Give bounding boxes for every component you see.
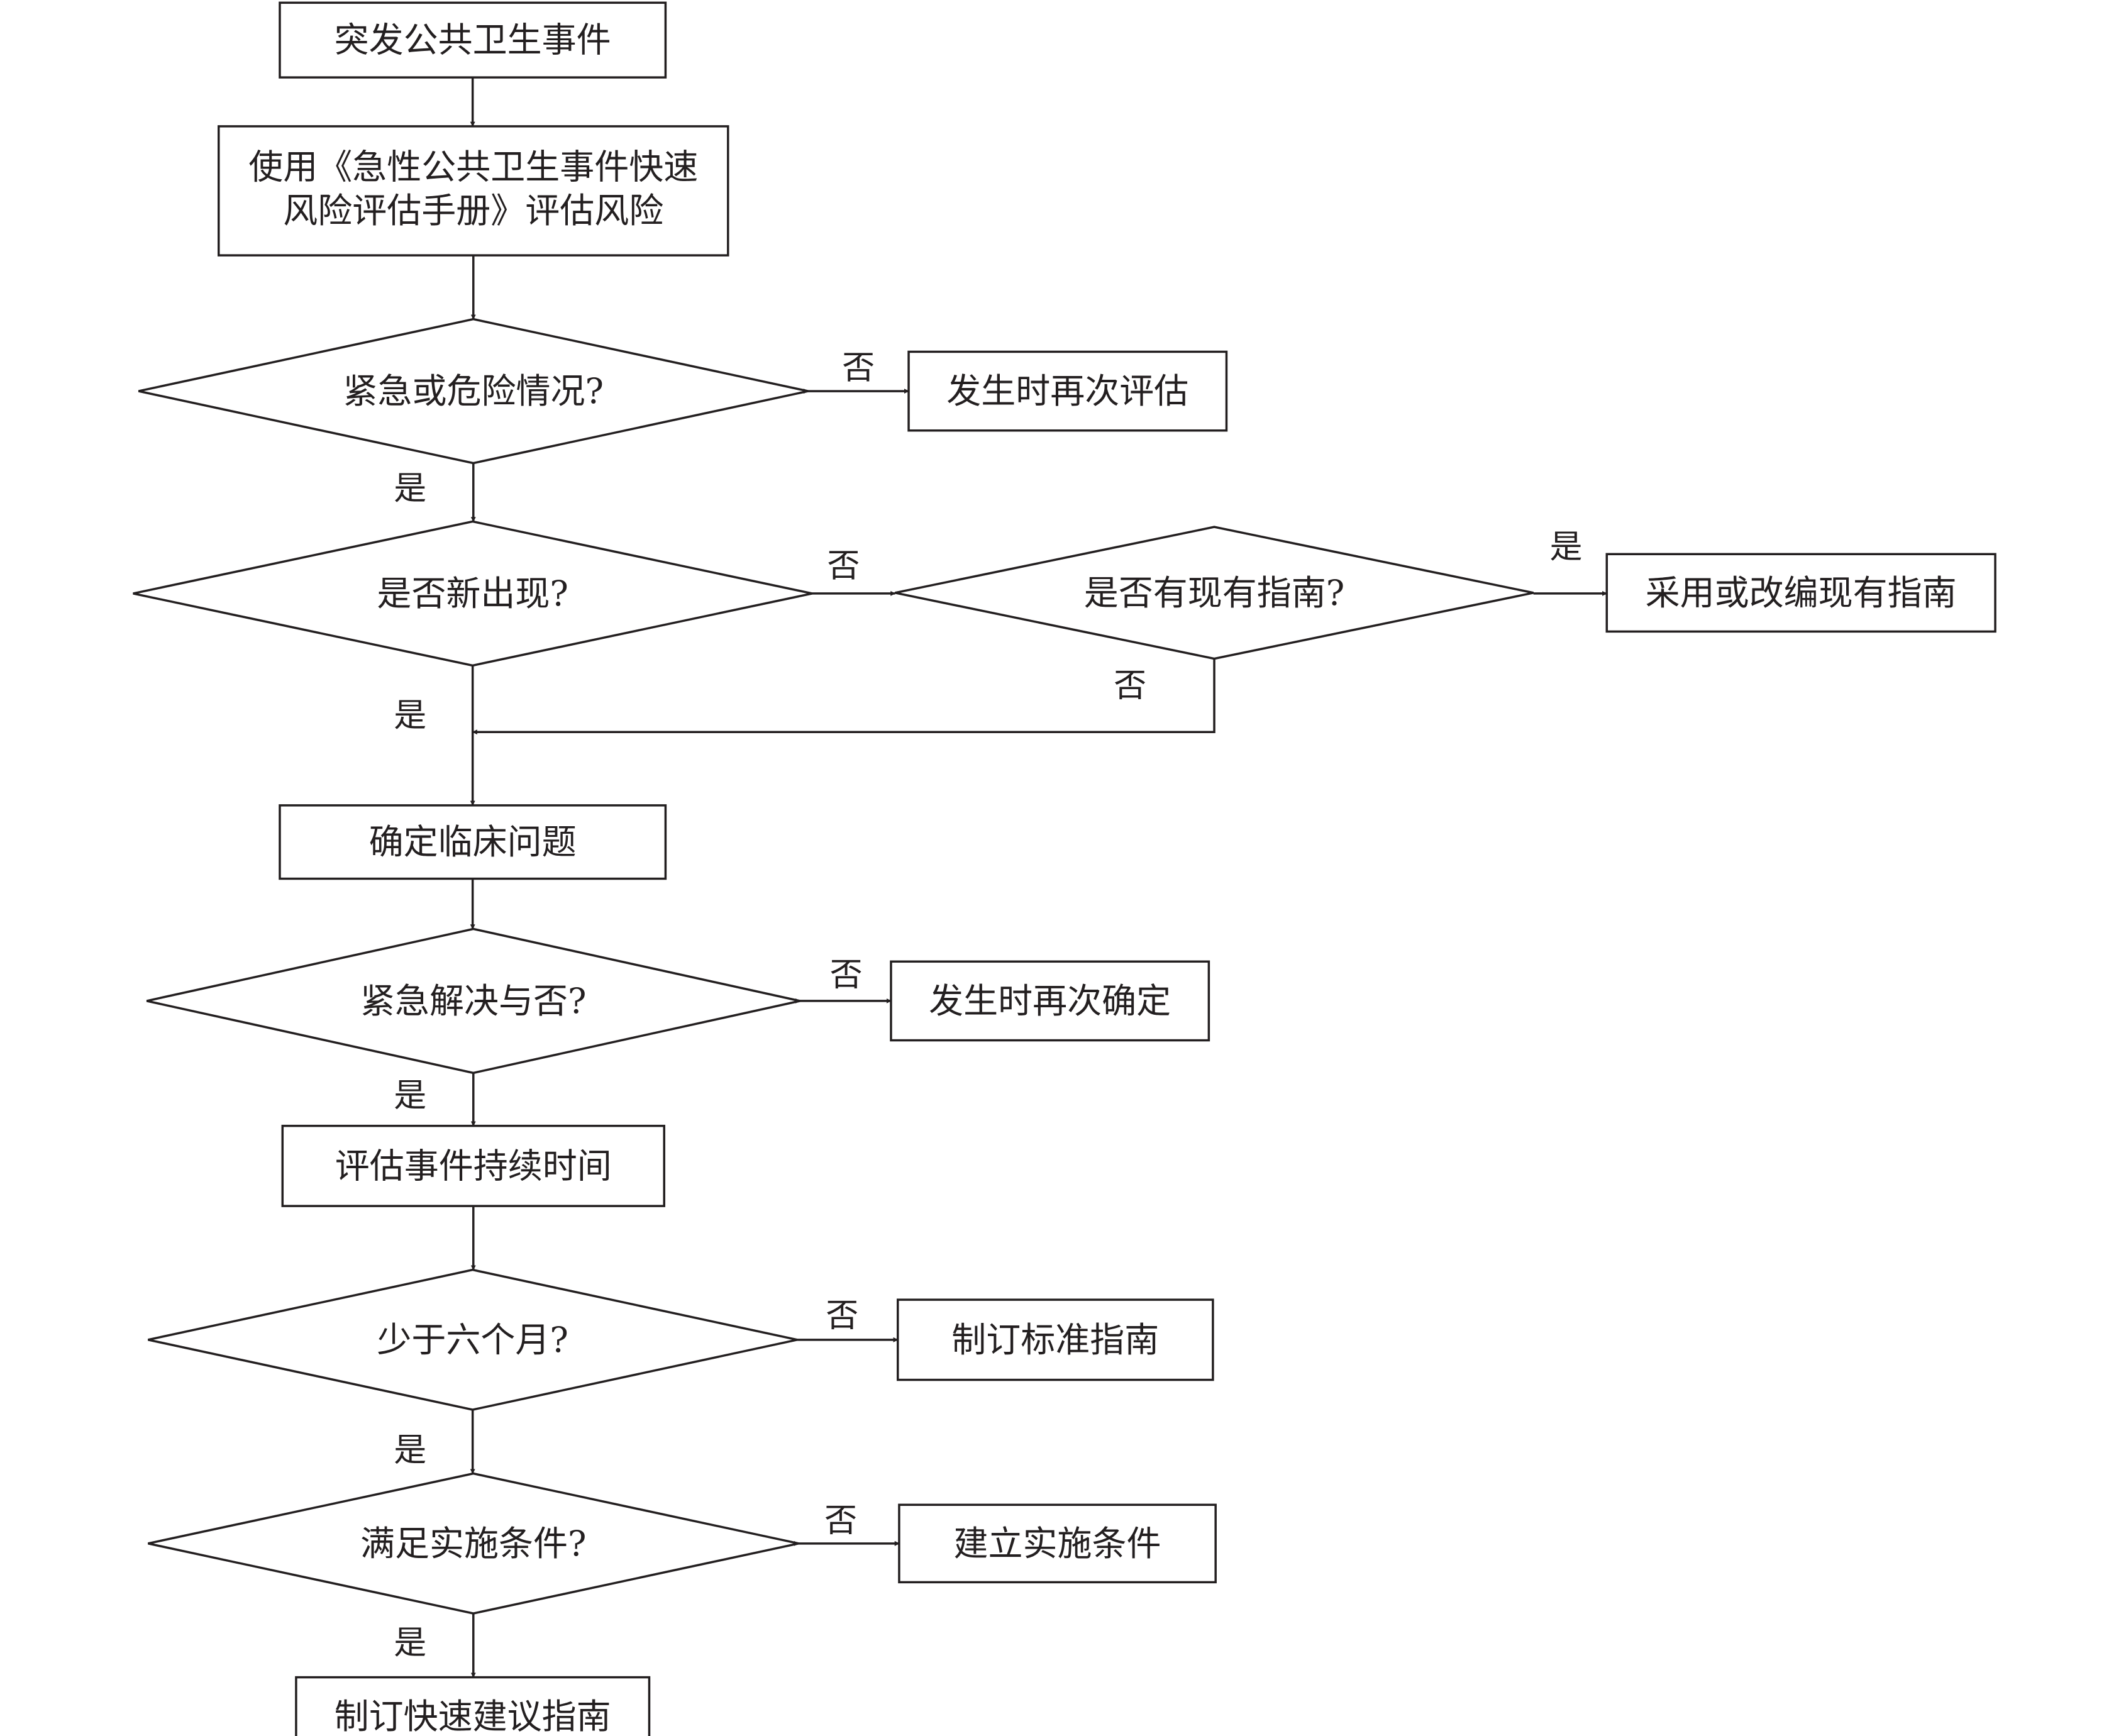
label-no-has-guide: 否 [1114, 667, 1146, 705]
build-text: 建立实施条件 [954, 1523, 1161, 1564]
duration-box [281, 1124, 665, 1207]
standard-text: 制订标准指南 [951, 1320, 1159, 1360]
six-months-diamond [148, 1268, 798, 1411]
standard-box [897, 1298, 1214, 1381]
label-no-urgent: 否 [842, 349, 875, 387]
label-no-new: 否 [827, 548, 860, 585]
new-text: 是否新出现? [377, 573, 568, 614]
conditions-text: 满足实施条件? [360, 1523, 587, 1564]
assess-text-line1: 使用《急性公共卫生事件快速 [248, 147, 698, 187]
label-yes-urgent: 是 [394, 470, 426, 508]
conditions-diamond [148, 1472, 799, 1615]
label-no-six-months: 否 [826, 1297, 858, 1335]
redefine-box [890, 960, 1210, 1042]
label-yes-new: 是 [394, 697, 426, 734]
has-guide-diamond [895, 526, 1534, 660]
event-box [279, 1, 667, 79]
label-no-conditions: 否 [824, 1502, 857, 1540]
label-yes-six-months: 是 [394, 1432, 426, 1469]
six-months-text: 少于六个月? [377, 1320, 568, 1360]
urgent-diamond [138, 318, 809, 465]
adopt-box [1605, 553, 1996, 633]
clinical-text: 确定临床问题 [369, 822, 577, 862]
urgent-solve-diamond [146, 927, 800, 1075]
event-text: 突发公共卫生事件 [335, 20, 611, 60]
connectors [470, 77, 1608, 1678]
reassess-box [907, 350, 1228, 432]
label-yes-urgent-solve: 是 [394, 1077, 426, 1115]
assess-text-line2: 风险评估手册》评估风险 [283, 191, 663, 231]
label-yes-conditions: 是 [394, 1625, 426, 1662]
redefine-text: 发生时再次确定 [929, 981, 1171, 1021]
shapes [133, 1, 1996, 1736]
clinical-box [279, 804, 667, 880]
urgent-solve-text: 紧急解决与否? [360, 981, 587, 1021]
has-guide-text: 是否有现有指南? [1084, 573, 1345, 613]
arrow-has-guide-back [472, 658, 1215, 735]
label-yes-has-guide: 是 [1549, 528, 1582, 566]
reassess-text: 发生时再次评估 [946, 371, 1188, 411]
rapid-text: 制订快速建议指南 [335, 1696, 611, 1736]
duration-text: 评估事件持续时间 [335, 1146, 612, 1186]
urgent-text: 紧急或危险情况? [343, 371, 604, 411]
new-diamond [133, 520, 813, 667]
texts: 突发公共卫生事件使用《急性公共卫生事件快速风险评估手册》评估风险紧急或危险情况?… [248, 20, 1956, 1736]
build-box [898, 1503, 1217, 1584]
adopt-text: 采用或改编现有指南 [1646, 573, 1957, 613]
rapid-box [295, 1676, 651, 1736]
label-no-urgent-solve: 否 [830, 956, 863, 994]
assess-box [218, 125, 729, 257]
